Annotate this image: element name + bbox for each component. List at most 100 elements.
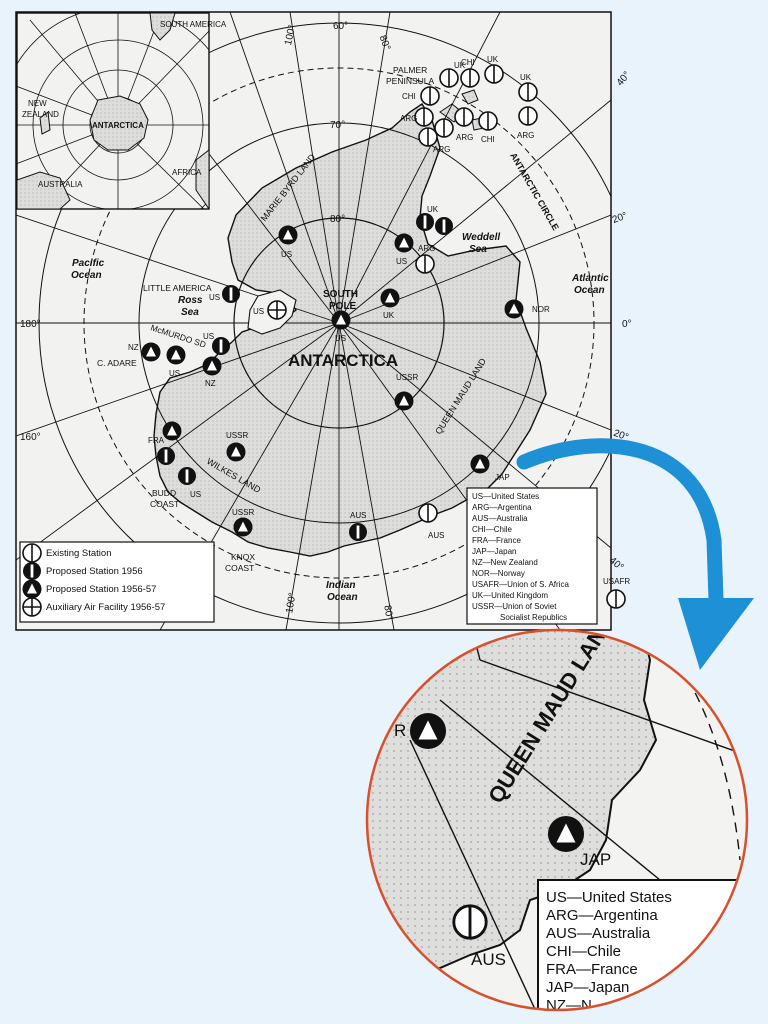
svg-text:FRA: FRA [148, 436, 165, 445]
station-marker [518, 106, 538, 126]
svg-text:Ocean: Ocean [327, 592, 358, 603]
svg-text:US—United States: US—United States [546, 889, 672, 906]
svg-text:US: US [203, 332, 214, 341]
svg-text:COAST: COAST [150, 499, 179, 509]
svg-text:NZ: NZ [205, 379, 216, 388]
zoom-arrow [516, 438, 754, 670]
south-pole-label-2: POLE [329, 301, 357, 312]
svg-text:PALMER: PALMER [393, 65, 427, 75]
main-map: 60° 80° 100° 40° 20° 0° 20° 40° 180° 160… [15, 11, 633, 631]
svg-text:COAST: COAST [225, 563, 254, 573]
svg-text:80°: 80° [377, 34, 393, 52]
station-marker [420, 86, 440, 106]
svg-text:100°: 100° [283, 24, 298, 47]
legend-proposed-1956-57: Proposed Station 1956-57 [46, 584, 156, 595]
svg-text:NOR: NOR [532, 305, 550, 314]
svg-text:US: US [209, 293, 220, 302]
svg-text:Sea: Sea [181, 307, 199, 318]
station-marker [202, 356, 222, 376]
svg-text:ARG: ARG [456, 133, 473, 142]
station-marker [434, 118, 454, 138]
svg-text:80°: 80° [381, 604, 394, 621]
svg-text:Atlantic: Atlantic [571, 273, 609, 284]
svg-text:C. ADARE: C. ADARE [97, 358, 137, 368]
svg-text:USSR: USSR [396, 373, 418, 382]
svg-text:CHI: CHI [481, 135, 495, 144]
svg-text:AUS—Australia: AUS—Australia [546, 925, 651, 942]
svg-text:USSR—Union of Soviet: USSR—Union of Soviet [472, 602, 557, 611]
svg-text:NZ—N: NZ—N [546, 997, 592, 1014]
station-marker [470, 454, 490, 474]
sea-labels: Ross Sea Weddell Sea [178, 232, 500, 318]
zoom-magnifier: QUEEN MAUD LAND JAP AUS R US—United Stat… [365, 628, 749, 1014]
svg-text:BUDD: BUDD [152, 488, 176, 498]
svg-text:UK: UK [487, 55, 499, 64]
svg-text:Ross: Ross [178, 295, 203, 306]
svg-text:UK: UK [454, 61, 466, 70]
svg-text:ARG: ARG [517, 131, 534, 140]
station-marker [178, 467, 196, 485]
svg-text:ARG—Argentina: ARG—Argentina [472, 503, 532, 512]
country-key: US—United States ARG—Argentina AUS—Austr… [466, 487, 598, 625]
svg-text:AUS: AUS [428, 531, 444, 540]
svg-text:NEW: NEW [28, 99, 47, 108]
svg-text:USAFR: USAFR [603, 577, 630, 586]
svg-text:UK: UK [383, 311, 395, 320]
svg-text:USAFR—Union of S. Africa: USAFR—Union of S. Africa [472, 580, 569, 589]
svg-text:NOR—Norway: NOR—Norway [472, 569, 525, 578]
svg-text:ARG: ARG [433, 145, 450, 154]
svg-text:20°: 20° [611, 210, 629, 226]
svg-text:NZ: NZ [128, 343, 139, 352]
svg-text:JAP: JAP [580, 850, 611, 869]
station-marker [394, 391, 414, 411]
meridian-labels: 60° 80° 100° 40° 20° 0° 20° 40° 180° 160… [20, 21, 633, 621]
station-marker [478, 111, 498, 131]
svg-text:Ocean: Ocean [71, 270, 102, 281]
svg-text:US: US [396, 257, 407, 266]
station-marker [267, 300, 287, 320]
station-marker [418, 503, 438, 523]
svg-text:AUS—Australia: AUS—Australia [472, 514, 528, 523]
svg-text:NZ—New Zealand: NZ—New Zealand [472, 558, 538, 567]
station-marker [435, 217, 453, 235]
station-marker [157, 447, 175, 465]
svg-text:Weddell: Weddell [462, 232, 500, 243]
svg-text:PENINSULA: PENINSULA [386, 76, 435, 86]
svg-text:JAP—Japan: JAP—Japan [546, 979, 629, 996]
svg-text:FRA—France: FRA—France [472, 536, 521, 545]
station-marker [233, 517, 253, 537]
svg-text:US: US [281, 250, 292, 259]
svg-text:CHI—Chile: CHI—Chile [472, 525, 513, 534]
svg-text:UK: UK [427, 205, 439, 214]
svg-text:UK: UK [520, 73, 532, 82]
station-marker [166, 345, 186, 365]
svg-text:ARG: ARG [400, 114, 417, 123]
svg-text:ZEALAND: ZEALAND [22, 110, 59, 119]
station-marker [414, 107, 434, 127]
station-marker [226, 442, 246, 462]
svg-text:100°: 100° [284, 592, 298, 614]
legend-proposed-1956: Proposed Station 1956 [46, 566, 143, 577]
legend-air-facility: Auxiliary Air Facility 1956-57 [46, 602, 165, 613]
svg-text:UK—United Kingdom: UK—United Kingdom [472, 591, 548, 600]
svg-text:US: US [190, 490, 201, 499]
station-marker [460, 68, 480, 88]
svg-text:AUSTRALIA: AUSTRALIA [38, 180, 83, 189]
svg-text:R: R [394, 721, 406, 740]
svg-text:AFRICA: AFRICA [172, 168, 202, 177]
station-marker [394, 233, 414, 253]
svg-text:0°: 0° [622, 319, 632, 330]
svg-text:US: US [253, 307, 264, 316]
station-marker [222, 285, 240, 303]
station-marker [212, 337, 230, 355]
station-marker [415, 254, 435, 274]
station-marker [380, 288, 400, 308]
station-marker [349, 523, 367, 541]
station-marker [331, 310, 351, 330]
south-pole-label-1: SOUTH [323, 289, 358, 300]
station-marker [141, 342, 161, 362]
station-marker [454, 107, 474, 127]
svg-text:ARG: ARG [418, 244, 435, 253]
svg-text:SOUTH AMERICA: SOUTH AMERICA [160, 20, 227, 29]
station-marker [504, 299, 524, 319]
